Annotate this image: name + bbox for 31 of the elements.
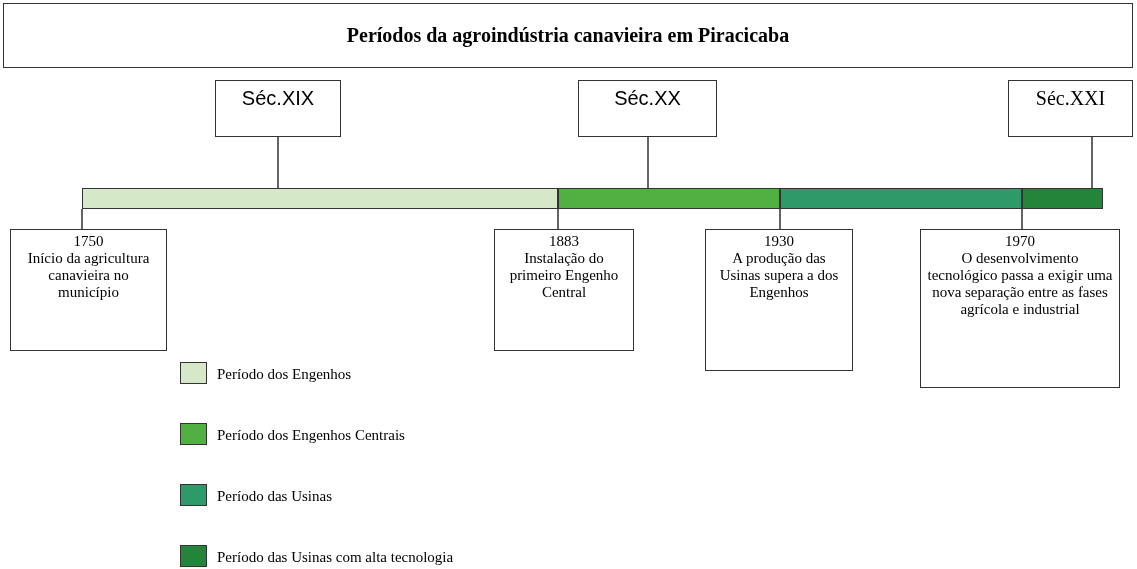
timeline-bar-segment	[558, 188, 780, 209]
connector-line	[1021, 208, 1023, 230]
year-text: 1970	[1004, 233, 1036, 250]
legend-label: Período das Usinas com alta tecnologia	[217, 549, 454, 566]
event-box	[920, 229, 1120, 388]
event-description: Início da agricultura canavieira no município	[26, 250, 151, 301]
title-box: Períodos da agroindústria canavieira em Piracicaba	[3, 3, 1133, 68]
event-box	[705, 229, 853, 371]
event-box	[10, 229, 167, 351]
event-box	[494, 229, 634, 351]
timeline-bar-segment	[1022, 188, 1103, 209]
connector-line	[647, 136, 649, 189]
event-description: Instalação do primeiro Engenho Central	[508, 250, 620, 301]
timeline-bar-segment	[780, 188, 1022, 209]
timeline-bar-segment	[82, 188, 558, 209]
connector-line	[277, 136, 279, 189]
connector-line	[779, 208, 781, 230]
century-box: Séc.XXI	[1008, 80, 1133, 137]
century-box: Séc.XIX	[215, 80, 341, 137]
legend-label: Período das Usinas	[217, 488, 332, 505]
legend-label: Período dos Engenhos	[217, 366, 352, 383]
event-description: O desenvolvimento tecnológico passa a exigir uma nova separação entre as fases agrícola e industrial	[927, 250, 1113, 318]
event-description: A produção das Usinas supera a dos Engenhos	[718, 250, 840, 301]
connector-line	[557, 208, 559, 230]
legend-label: Período dos Engenhos Centrais	[217, 427, 405, 444]
connector-line	[1091, 136, 1093, 189]
century-box: Séc.XX	[578, 80, 717, 137]
year-text: 1883	[548, 233, 580, 250]
year-text: 1750	[72, 233, 105, 250]
year-text: 1930	[763, 233, 795, 250]
connector-line	[81, 208, 83, 230]
